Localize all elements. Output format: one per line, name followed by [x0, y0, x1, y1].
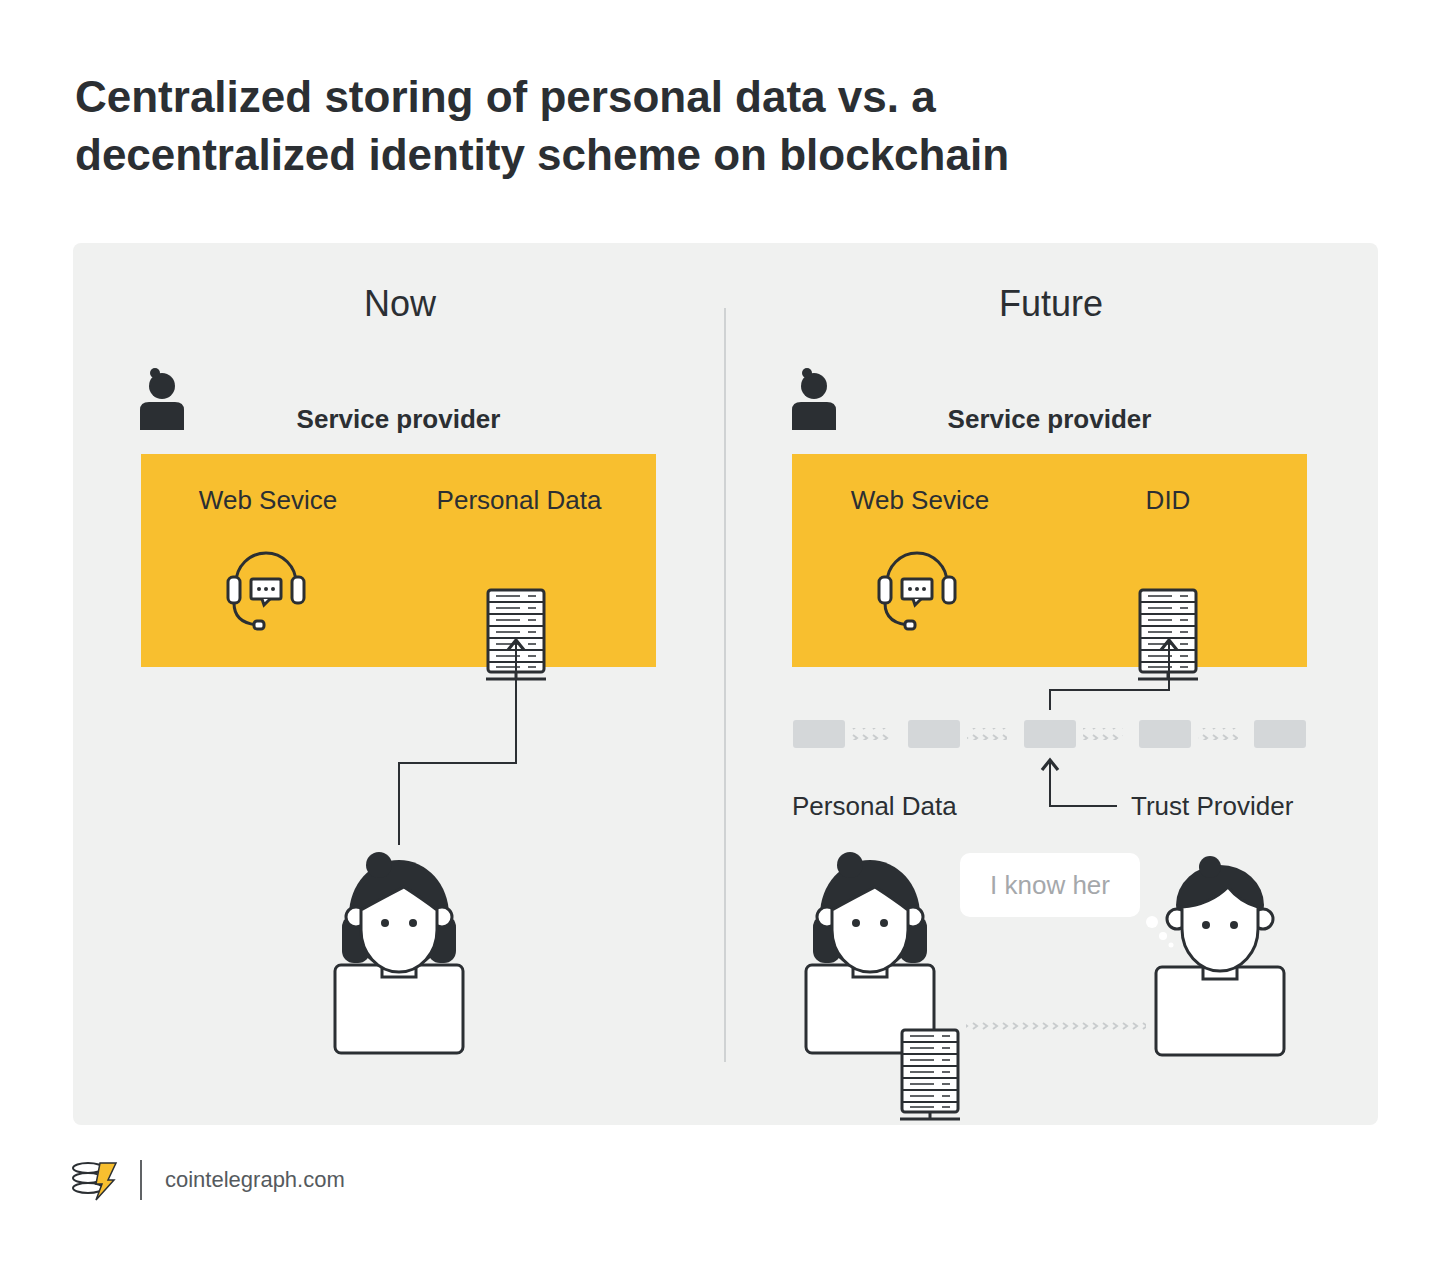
- separator: [140, 1160, 142, 1200]
- component-label: Web Sevice: [199, 484, 337, 517]
- data-flow-line: [1050, 642, 1169, 710]
- box-heading: Service provider: [141, 402, 656, 436]
- component-label: Web Sevice: [851, 484, 989, 517]
- bubble-text: I know her: [990, 869, 1110, 901]
- panel: [73, 243, 1378, 1125]
- trust-provider-label: Trust Provider: [1131, 790, 1293, 823]
- source-credit: cointelegraph.com: [165, 1166, 345, 1194]
- divider: [724, 308, 726, 1062]
- thought-dot: [1159, 932, 1167, 940]
- logo: [73, 1163, 116, 1200]
- provider-box-fill: [792, 454, 1307, 667]
- headset-icon: [879, 553, 955, 629]
- speech-bubble: I know her: [960, 853, 1140, 917]
- data-share-line: [966, 1018, 1146, 1030]
- thought-dot: [1169, 943, 1174, 948]
- blockchain: [793, 720, 1306, 748]
- title: Centralized storing of personal data vs.…: [75, 68, 1105, 184]
- column-heading: Future: [999, 281, 1103, 326]
- provider-icon: [792, 368, 836, 430]
- thought-dot: [1146, 916, 1158, 928]
- component-label: DID: [1146, 484, 1191, 517]
- data-label: Personal Data: [792, 790, 957, 823]
- leader-line: [1050, 762, 1117, 806]
- provider-box-fill: [141, 454, 656, 667]
- component-label: Personal Data: [437, 484, 602, 517]
- column-heading: Now: [364, 281, 436, 326]
- trust-figure: [1156, 856, 1284, 1055]
- user-figure: [335, 852, 463, 1053]
- box-heading: Service provider: [792, 402, 1307, 436]
- server-icon: [900, 1030, 960, 1119]
- user-figure: [806, 852, 934, 1053]
- data-flow-line: [399, 642, 516, 845]
- headset-icon: [228, 553, 304, 629]
- provider-icon: [140, 368, 184, 430]
